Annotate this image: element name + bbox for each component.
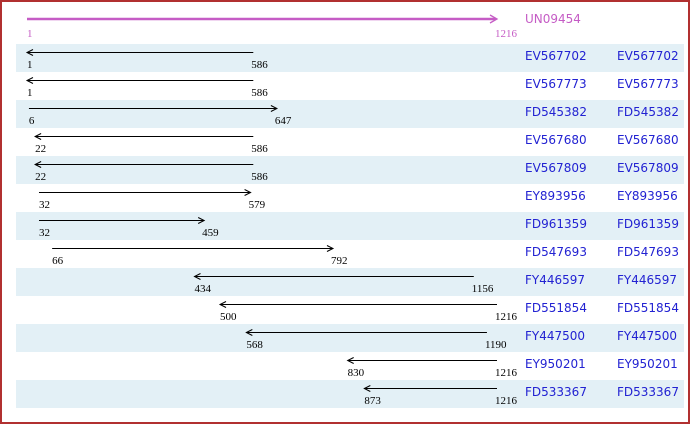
end-coordinate: 1216: [495, 395, 517, 407]
alignment-arrow-icon: [38, 189, 252, 196]
accession-link-primary[interactable]: FD545382: [525, 105, 587, 119]
accession-link-primary[interactable]: EV567702: [525, 49, 587, 63]
alignment-arrow-icon: [38, 217, 206, 224]
alignment-arrow-icon: [346, 357, 497, 364]
accession-link-primary[interactable]: FY446597: [525, 273, 586, 287]
accession-link-secondary[interactable]: EV567773: [617, 77, 679, 91]
alignment-rows: 1 586 EV567702 EV567702 1 586 EV567773 E…: [16, 44, 684, 408]
accession-link-primary[interactable]: FD551854: [525, 301, 587, 315]
alignment-arrow-icon: [28, 105, 279, 112]
alignment-row: 873 1216 FD533367 FD533367: [16, 380, 684, 408]
start-coordinate: 66: [52, 255, 64, 267]
alignment-arrow-icon: [34, 161, 254, 168]
alignment-row: 66 792 FD547693 FD547693: [16, 240, 684, 268]
alignment-arrow-icon: [193, 273, 474, 280]
arrowhead-icon: [326, 245, 335, 252]
accession-link-primary[interactable]: EV567773: [525, 77, 587, 91]
alignment-row: 32 579 EY893956 EY893956: [16, 184, 684, 212]
accession-link-primary[interactable]: EY950201: [525, 357, 586, 371]
start-coordinate: 1: [27, 87, 33, 99]
accession-link-primary[interactable]: EV567680: [525, 133, 587, 147]
start-coordinate: 22: [35, 171, 47, 183]
start-coordinate: 434: [194, 283, 211, 295]
accession-link-secondary[interactable]: EY893956: [617, 189, 678, 203]
end-coordinate: 586: [251, 87, 268, 99]
end-coordinate: 579: [248, 199, 266, 211]
master-sequence-id: UN09454: [525, 12, 581, 26]
accession-link-secondary[interactable]: EV567702: [617, 49, 679, 63]
start-coordinate: 32: [38, 199, 50, 211]
end-coordinate: 1156: [471, 283, 494, 295]
alignment-arrow-icon: [363, 385, 497, 392]
start-coordinate: 32: [38, 227, 50, 239]
end-coordinate: 1190: [484, 339, 507, 351]
start-coordinate: 22: [35, 143, 47, 155]
arrowhead-icon: [245, 329, 253, 336]
arrowhead-icon: [218, 301, 227, 308]
alignment-row: 1 586 EV567773 EV567773: [16, 72, 684, 100]
accession-link-secondary[interactable]: FY446597: [617, 273, 678, 287]
start-coordinate: 568: [246, 339, 263, 351]
end-coordinate: 586: [251, 171, 268, 183]
end-coordinate: 792: [330, 255, 348, 267]
accession-link-primary[interactable]: EV567809: [525, 161, 587, 175]
alignment-row: 830 1216 EY950201 EY950201: [16, 352, 684, 380]
alignment-arrow-icon: [34, 133, 254, 140]
start-coordinate: 1: [27, 59, 33, 71]
end-coordinate: 1216: [495, 311, 517, 323]
accession-link-secondary[interactable]: EV567809: [617, 161, 679, 175]
master-arrowhead-icon: [489, 14, 499, 24]
alignment-arrow-icon: [25, 49, 254, 56]
accession-link-primary[interactable]: FD547693: [525, 245, 587, 259]
arrowhead-icon: [346, 357, 354, 364]
end-coordinate: 459: [202, 227, 219, 239]
accession-link-secondary[interactable]: FD961359: [617, 217, 679, 231]
accession-link-secondary[interactable]: FD547693: [617, 245, 679, 259]
arrowhead-icon: [197, 217, 206, 224]
start-coordinate: 500: [220, 311, 237, 323]
arrowhead-icon: [363, 385, 371, 392]
end-coordinate: 586: [251, 143, 268, 155]
arrowhead-icon: [270, 105, 279, 112]
arrowhead-icon: [193, 273, 201, 280]
arrowhead-icon: [34, 161, 42, 168]
arrowhead-icon: [25, 49, 34, 56]
accession-link-secondary[interactable]: EV567680: [617, 133, 679, 147]
start-coordinate: 873: [364, 395, 381, 407]
master-start-coordinate: 1: [27, 28, 33, 40]
accession-link-primary[interactable]: FD533367: [525, 385, 587, 399]
end-coordinate: 1216: [495, 367, 517, 379]
end-coordinate: 586: [251, 59, 268, 71]
start-coordinate: 830: [347, 367, 365, 379]
master-end-coordinate: 1216: [495, 28, 517, 40]
alignment-row: 22 586 EV567680 EV567680: [16, 128, 684, 156]
accession-link-secondary[interactable]: EY950201: [617, 357, 678, 371]
arrowhead-icon: [244, 189, 252, 196]
accession-link-primary[interactable]: FY447500: [525, 329, 586, 343]
arrowhead-icon: [34, 133, 42, 140]
accession-link-secondary[interactable]: FD533367: [617, 385, 679, 399]
alignment-row: 6 647 FD545382 FD545382: [16, 100, 684, 128]
alignment-arrow-icon: [25, 77, 254, 84]
alignment-row: 568 1190 FY447500 FY447500: [16, 324, 684, 352]
accession-link-primary[interactable]: FD961359: [525, 217, 587, 231]
alignment-row: 434 1156 FY446597 FY446597: [16, 268, 684, 296]
alignment-row: 22 586 EV567809 EV567809: [16, 156, 684, 184]
accession-link-primary[interactable]: EY893956: [525, 189, 586, 203]
alignment-arrow-icon: [245, 329, 487, 336]
alignment-arrow-icon: [218, 301, 497, 308]
arrowhead-icon: [25, 77, 34, 84]
alignment-row: 32 459 FD961359 FD961359: [16, 212, 684, 240]
master-sequence-arrow-icon: [27, 14, 499, 24]
alignment-row: 500 1216 FD551854 FD551854: [16, 296, 684, 324]
accession-link-secondary[interactable]: FD551854: [617, 301, 679, 315]
end-coordinate: 647: [274, 115, 292, 127]
accession-link-secondary[interactable]: FY447500: [617, 329, 678, 343]
alignment-row: 1 586 EV567702 EV567702: [16, 44, 684, 72]
accession-link-secondary[interactable]: FD545382: [617, 105, 679, 119]
alignment-arrow-icon: [52, 245, 335, 252]
start-coordinate: 6: [28, 115, 35, 127]
